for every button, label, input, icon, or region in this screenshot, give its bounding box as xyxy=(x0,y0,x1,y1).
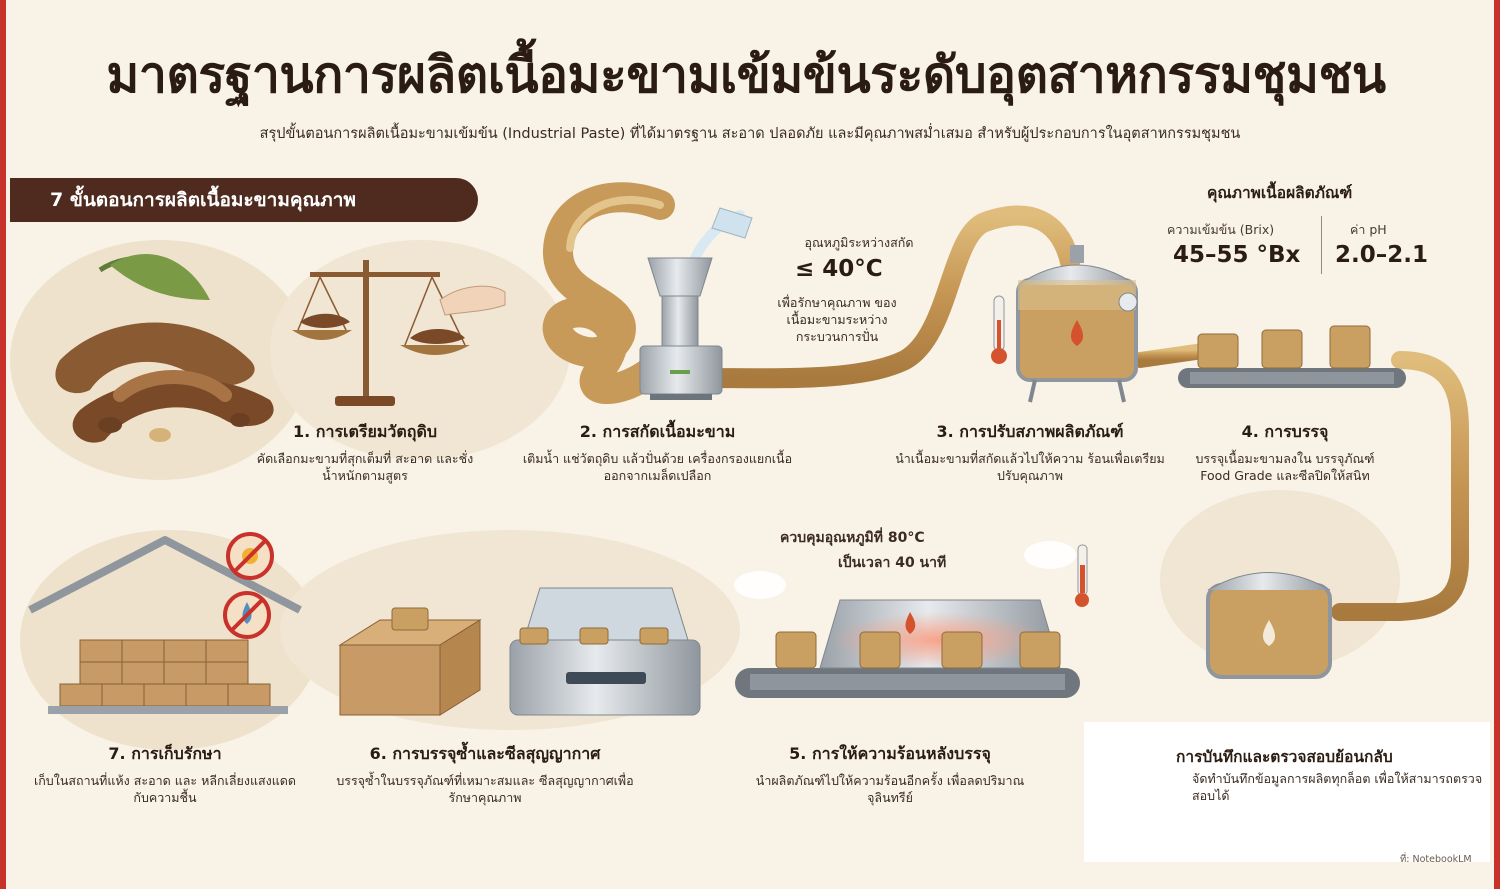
step-4: 4. การบรรจุ บรรจุเนื้อมะขามลงใน บรรจุภัณ… xyxy=(1185,420,1385,484)
heat-tunnel xyxy=(734,541,1089,698)
grinder-machine xyxy=(639,257,723,400)
heat-time-note: เป็นเวลา 40 นาที xyxy=(838,555,947,571)
step-6-title: 6. การบรรจุซ้ำและซีลสุญญากาศ xyxy=(369,744,601,763)
water-drop-prohibited-icon xyxy=(223,591,271,639)
right-red-edge xyxy=(1494,0,1500,889)
step-2: 2. การสกัดเนื้อมะขาม เติมน้ำ แช่วัตถุดิบ… xyxy=(520,420,795,484)
left-red-edge xyxy=(0,0,6,889)
page-subtitle: สรุปขั้นตอนการผลิตเนื้อมะขามเข้มข้น (Ind… xyxy=(259,126,1241,142)
step-5-desc: นำผลิตภัณฑ์ไปให้ความร้อนอีกครั้ง เพื่อลด… xyxy=(755,773,1025,805)
filling-conveyor xyxy=(1178,325,1406,388)
section-label: 7 ขั้นตอนการผลิตเนื้อมะขามคุณภาพ xyxy=(10,178,478,222)
heating-kettle xyxy=(1206,572,1332,679)
quality-title: คุณภาพเนื้อผลิตภัณฑ์ xyxy=(1207,184,1353,202)
brix-value: 45–55 °Bx xyxy=(1173,242,1301,268)
vacuum-sealer xyxy=(509,587,701,716)
tamarind-pile xyxy=(55,253,274,443)
quality-divider xyxy=(1321,216,1322,274)
step-1-desc: คัดเลือกมะขามที่สุกเต็มที่ สะอาด และชั่ง… xyxy=(256,451,474,483)
quality-panel: คุณภาพเนื้อผลิตภัณฑ์ ความเข้มข้น (Brix) … xyxy=(1155,176,1445,276)
warehouse xyxy=(28,536,302,714)
step-7-desc: เก็บในสถานที่แห้ง สะอาด และ หลีกเลี่ยงแส… xyxy=(33,773,297,805)
step-5-title: 5. การให้ความร้อนหลังบรรจุ xyxy=(789,744,991,763)
credit-text: ที่: NotebookLM xyxy=(1400,854,1472,865)
step-7-title: 7. การเก็บรักษา xyxy=(108,744,222,763)
step-3-title: 3. การปรับสภาพผลิตภัณฑ์ xyxy=(936,422,1124,441)
cooking-kettle xyxy=(1016,245,1138,403)
step-1-title: 1. การเตรียมวัตถุดิบ xyxy=(292,422,438,441)
extraction-temp-value: ≤ 40°C xyxy=(795,256,883,282)
step-5: 5. การให้ความร้อนหลังบรรจุ นำผลิตภัณฑ์ไป… xyxy=(735,742,1045,806)
record-title: การบันทึกและตรวจสอบย้อนกลับ xyxy=(1176,748,1393,766)
ph-label: ค่า pH xyxy=(1350,222,1387,237)
step-4-title: 4. การบรรจุ xyxy=(1241,422,1329,441)
sun-prohibited-icon xyxy=(226,532,274,580)
heat-temp-note: ควบคุมอุณหภูมิที่ 80°C xyxy=(780,530,925,546)
extraction-temp-label: อุณหภูมิระหว่างสกัด xyxy=(804,235,914,250)
brix-label: ความเข้มข้น (Brix) xyxy=(1167,222,1275,237)
thermometer-icon xyxy=(991,295,1007,364)
extraction-temp-desc: เพื่อรักษาคุณภาพ ของเนื้อมะขามระหว่าง กร… xyxy=(777,295,897,344)
step-7: 7. การเก็บรักษา เก็บในสถานที่แห้ง สะอาด … xyxy=(30,742,300,806)
step-3-desc: นำเนื้อมะขามที่สกัดแล้วไปให้ความ ร้อนเพื… xyxy=(895,451,1165,483)
step-6-desc: บรรจุซ้ำในบรรจุภัณฑ์ที่เหมาะสมและ ซีลสุญ… xyxy=(336,773,634,805)
record-panel: การบันทึกและตรวจสอบย้อนกลับ จัดทำบันทึกข… xyxy=(1084,722,1490,862)
step-6: 6. การบรรจุซ้ำและซีลสุญญากาศ บรรจุซ้ำในบ… xyxy=(325,742,645,806)
step-2-title: 2. การสกัดเนื้อมะขาม xyxy=(579,422,736,441)
ph-value: 2.0–2.1 xyxy=(1335,242,1428,268)
cardboard-box xyxy=(338,607,482,716)
step-1: 1. การเตรียมวัตถุดิบ คัดเลือกมะขามที่สุก… xyxy=(250,420,480,484)
record-desc: จัดทำบันทึกข้อมูลการผลิตทุกล็อต เพื่อให้… xyxy=(1192,771,1483,803)
balance-scale xyxy=(292,260,506,406)
step-2-desc: เติมน้ำ แช่วัตถุดิบ แล้วปั่นด้วย เครื่อง… xyxy=(522,451,793,483)
step-4-desc: บรรจุเนื้อมะขามลงใน บรรจุภัณฑ์ Food Grad… xyxy=(1195,451,1375,483)
step-3: 3. การปรับสภาพผลิตภัณฑ์ นำเนื้อมะขามที่ส… xyxy=(890,420,1170,484)
page-title: มาตรฐานการผลิตเนื้อมะขามเข้มข้นระดับอุตส… xyxy=(106,46,1386,104)
